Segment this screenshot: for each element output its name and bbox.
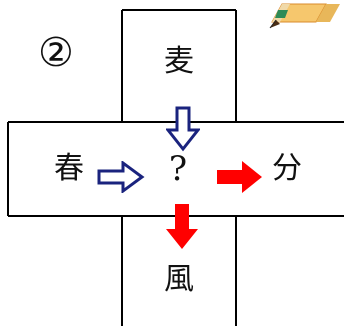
kanji-top: 麦 (164, 44, 194, 79)
arrow-right-solid-icon (217, 161, 262, 193)
question-mark: ? (168, 149, 188, 189)
kanji-right: 分 (272, 151, 302, 186)
arrow-down-outline-icon (166, 106, 200, 152)
arrow-right-outline-icon (97, 161, 145, 193)
kanji-bottom: 風 (164, 262, 194, 297)
kanji-left: 春 (54, 151, 84, 186)
arrow-down-solid-icon (166, 204, 198, 249)
problem-number: ② (38, 30, 74, 76)
pencil-icon (269, 3, 340, 29)
